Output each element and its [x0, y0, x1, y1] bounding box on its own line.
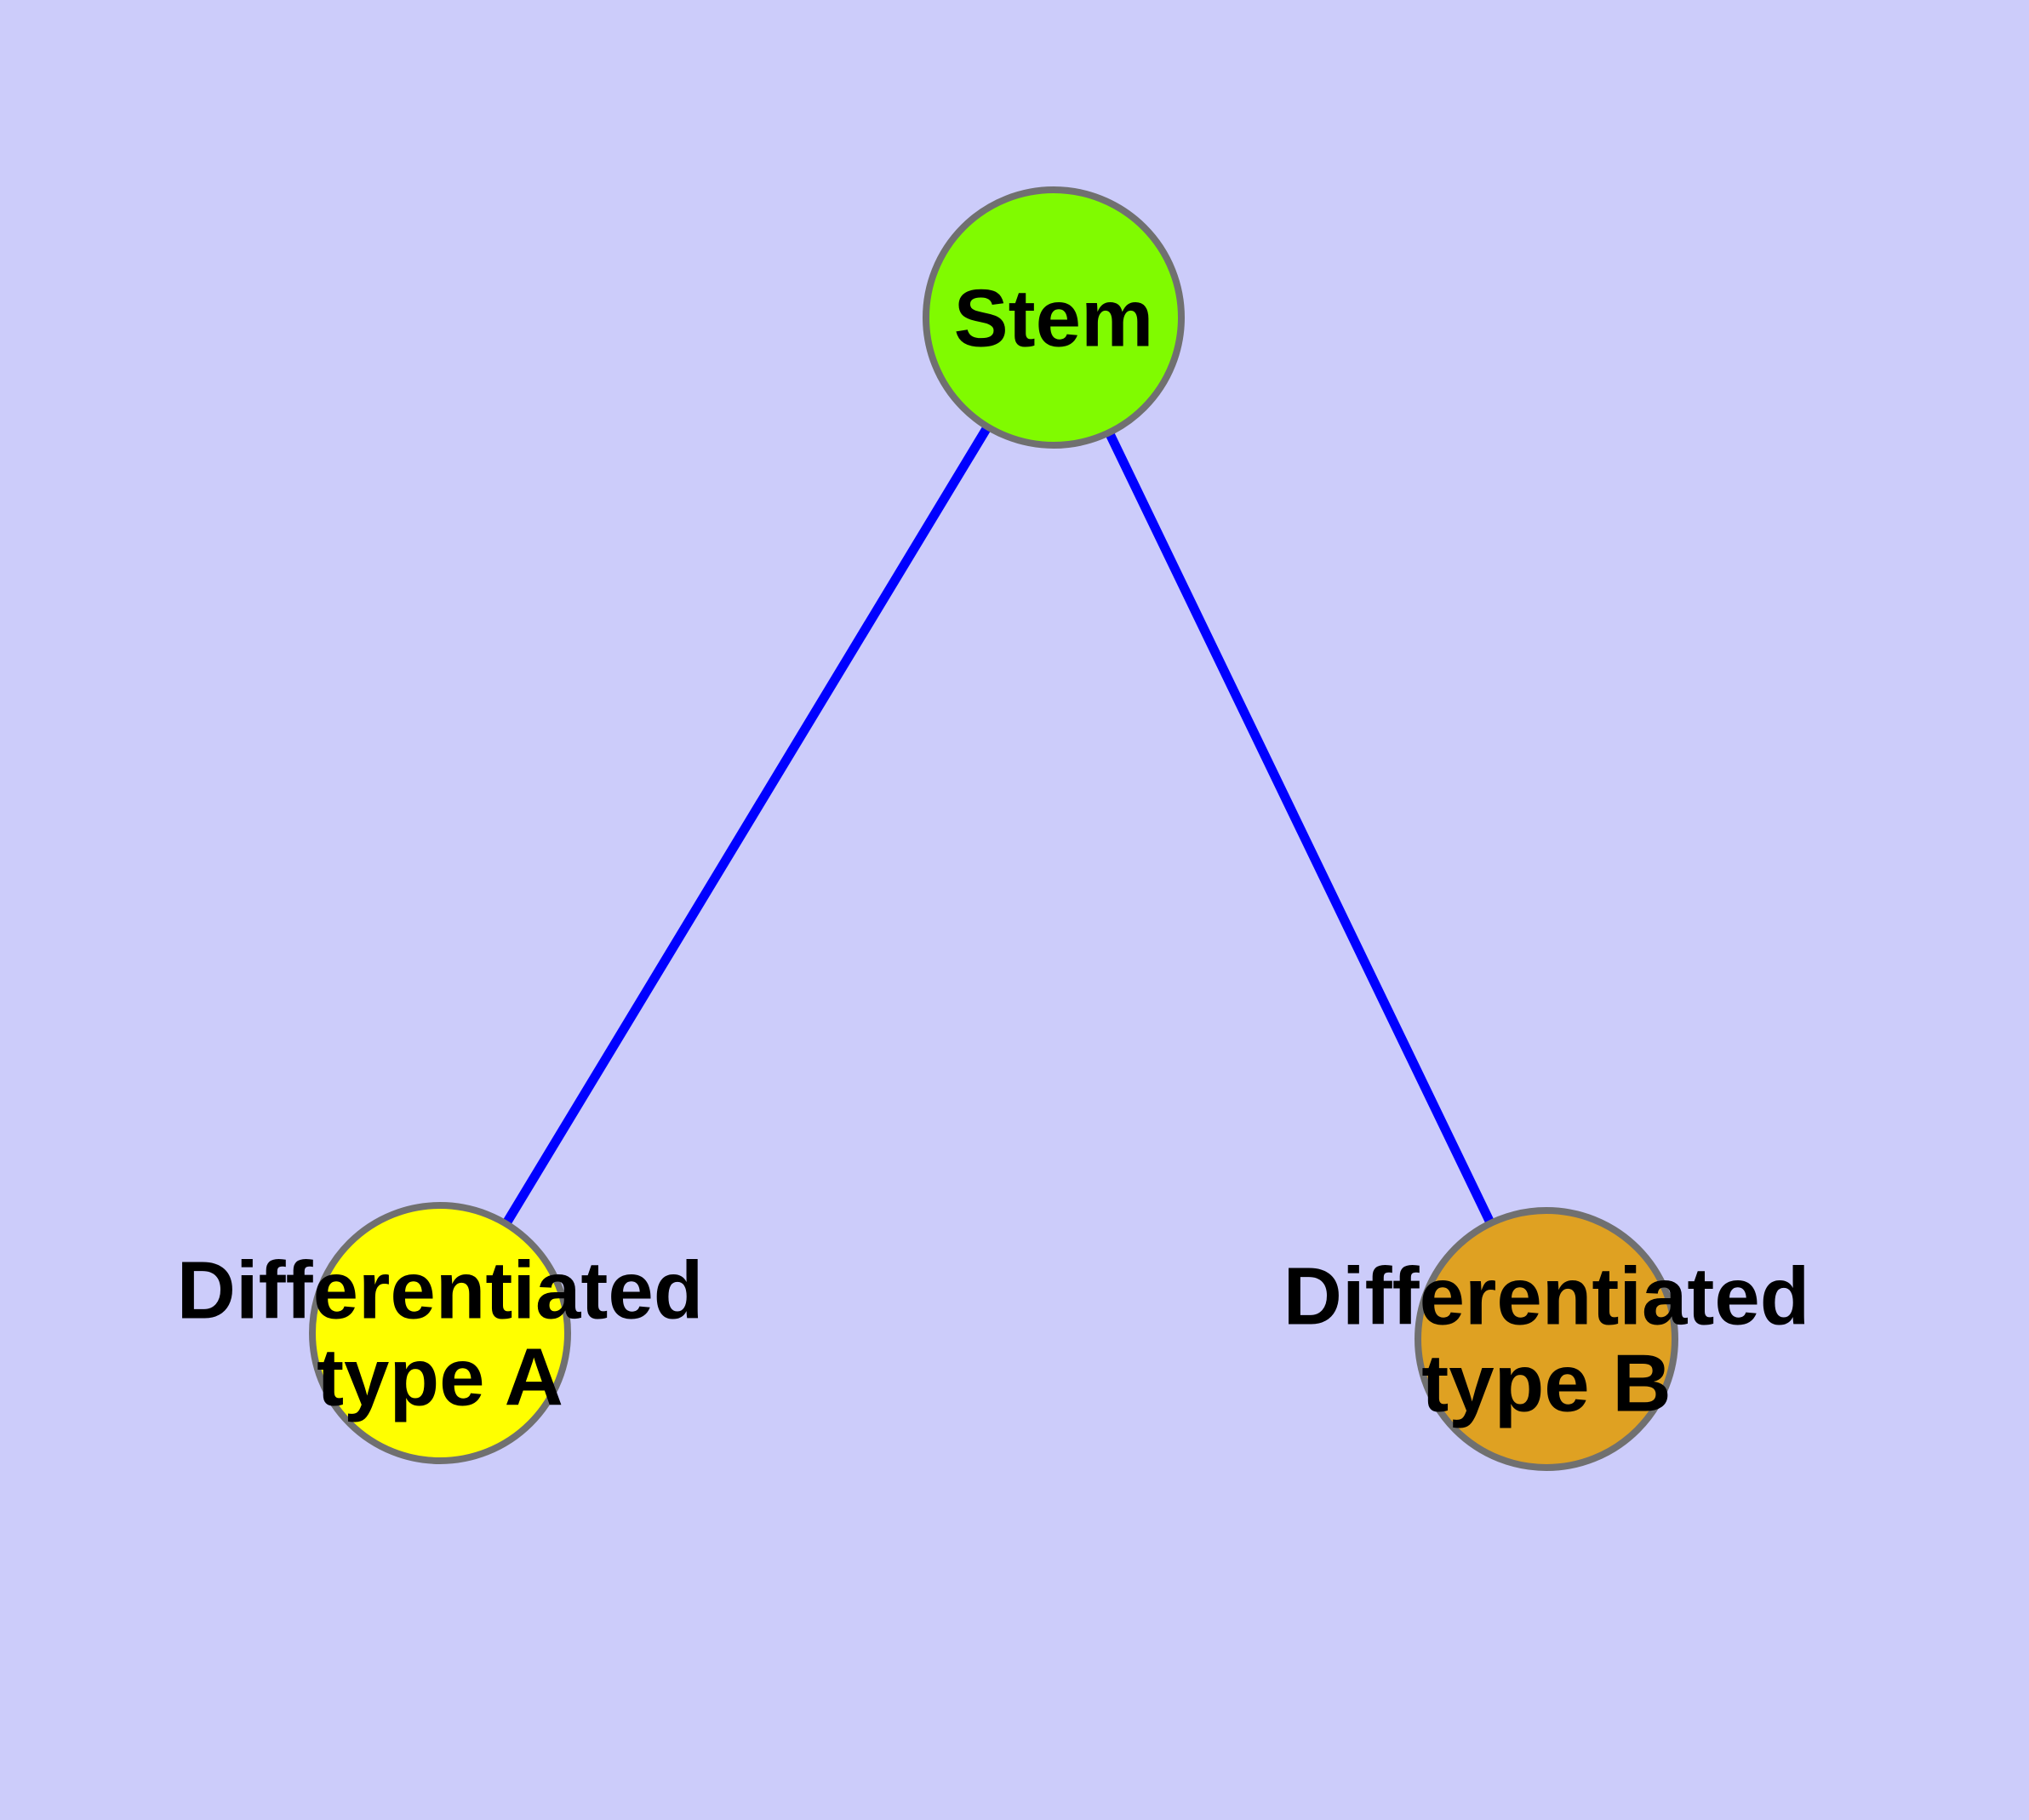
node-label-line: Differentiated: [1283, 1251, 1810, 1342]
node-differentiated-b[interactable]: [1415, 1207, 1678, 1471]
nodes-layer: [309, 186, 1678, 1471]
edge-stem-to-differentiated-b[interactable]: [1049, 315, 1551, 1342]
node-stem-label: Stem: [954, 273, 1154, 364]
node-differentiated-a[interactable]: [309, 1202, 571, 1464]
edge-stem-to-differentiated-a[interactable]: [436, 315, 1058, 1336]
node-differentiated-a-circle[interactable]: [309, 1202, 571, 1464]
edges-layer: [436, 315, 1551, 1342]
node-stem-circle[interactable]: [923, 186, 1185, 449]
node-label-line: Differentiated: [177, 1245, 704, 1336]
node-label-line: type B: [1421, 1338, 1671, 1429]
node-differentiated-b-circle[interactable]: [1415, 1207, 1678, 1471]
node-label-line: Stem: [954, 273, 1154, 364]
node-label-line: type A: [317, 1332, 563, 1423]
node-stem[interactable]: [923, 186, 1185, 449]
